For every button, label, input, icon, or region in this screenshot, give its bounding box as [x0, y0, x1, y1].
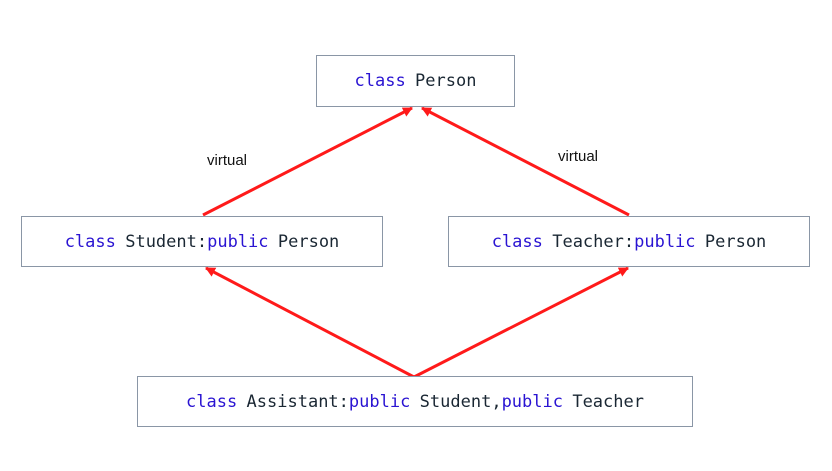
arrow-assistant-to-student — [205, 266, 415, 379]
base-class-person: Person — [277, 231, 340, 252]
arrow-assistant-to-teacher — [413, 266, 629, 379]
class-name-teacher: Teacher: — [552, 231, 635, 252]
class-person-box: class Person — [316, 55, 515, 107]
keyword-public: public — [634, 231, 696, 252]
arrow-teacher-to-person — [421, 106, 630, 217]
virtual-label-teacher-edge: virtual — [558, 148, 599, 165]
class-name-person: Person — [415, 71, 477, 91]
arrow-student-to-person — [202, 106, 413, 217]
base-class-person: Person — [704, 231, 767, 252]
class-teacher-box: class Teacher:public Person — [448, 216, 810, 267]
keyword-public: public — [348, 391, 411, 412]
keyword-class: class — [186, 391, 238, 412]
keyword-public: public — [501, 391, 563, 412]
class-name-student: Student: — [125, 231, 208, 252]
class-student-box: class Student:public Person — [21, 216, 383, 267]
keyword-class: class — [491, 231, 543, 252]
class-name-assistant: Assistant: — [246, 391, 349, 412]
keyword-public: public — [207, 231, 269, 252]
base-class-student: Student, — [419, 391, 502, 412]
base-class-teacher: Teacher — [572, 391, 644, 412]
virtual-label-student-edge: virtual — [207, 152, 248, 169]
keyword-class: class — [64, 231, 116, 252]
keyword-class: class — [354, 71, 406, 91]
